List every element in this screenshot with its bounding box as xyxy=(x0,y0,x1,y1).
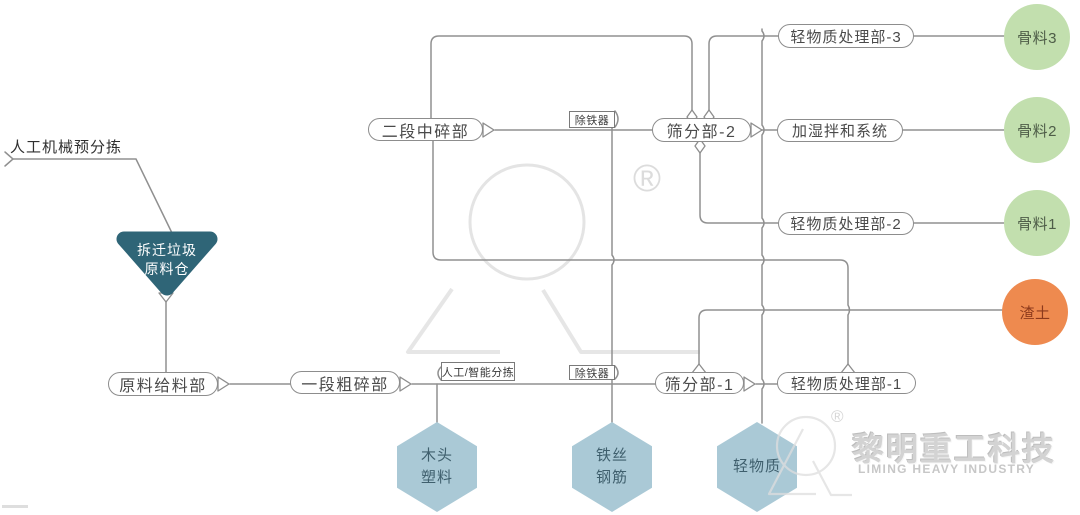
watermark-shape-right xyxy=(541,288,700,354)
watermark-triangle-left xyxy=(406,287,500,354)
brand-logo-leg xyxy=(812,460,852,497)
output-muck: 渣土 xyxy=(1002,279,1068,345)
output-aggregate-2: 骨料2 xyxy=(1004,97,1070,163)
port-chevron-screen2-right xyxy=(750,122,763,138)
edge-screen2-to-light2 xyxy=(699,147,779,224)
silo-label-line2: 原料仓 xyxy=(144,261,190,277)
output-aggregate-3: 骨料3 xyxy=(1004,4,1070,70)
silo-label: 拆迁垃圾 原料仓 xyxy=(112,238,222,282)
byproduct-wood-plastic: 木头 塑料 xyxy=(397,422,477,512)
edge-screen2-recycle-to-secondary xyxy=(430,35,693,119)
byproduct-light-material: 轻物质 xyxy=(717,422,797,512)
node-feeder: 原料给料部 xyxy=(108,372,218,396)
steel-line1: 铁丝 xyxy=(595,447,628,464)
brand-name-cn: 黎明重工科技 xyxy=(852,431,1057,467)
connector-ports xyxy=(158,109,856,392)
corner-smudge xyxy=(2,505,28,508)
node-secondary-crusher: 二段中碎部 xyxy=(368,118,483,141)
tick-iron-remover-bottom xyxy=(614,365,619,380)
output-aggregate-1: 骨料1 xyxy=(1004,190,1070,256)
port-chevron-primary-right xyxy=(399,376,412,392)
node-light-processor-2: 轻物质处理部-2 xyxy=(778,212,914,235)
node-light-processor-3: 轻物质处理部-3 xyxy=(778,24,914,48)
node-primary-crusher: 一段粗碎部 xyxy=(290,371,400,394)
edge-drop-light-material xyxy=(761,28,765,424)
label-iron-remover-bottom: 除铁器 xyxy=(569,365,615,380)
registered-mark-watermark: ® xyxy=(633,158,661,200)
port-chevron-secondary-right xyxy=(482,122,495,138)
node-screen-1: 筛分部-1 xyxy=(655,372,744,394)
brand-name-en: LIMING HEAVY INDUSTRY xyxy=(858,462,1036,476)
edge-presort-to-silo xyxy=(12,158,173,234)
wood-line1: 木头 xyxy=(420,447,453,464)
node-screen-2: 筛分部-2 xyxy=(652,118,751,142)
registered-mark-logo: ® xyxy=(831,407,844,426)
tick-iron-remover-top xyxy=(614,110,619,128)
pre-sort-label: 人工机械预分拣 xyxy=(10,139,123,156)
light-material-label: 轻物质 xyxy=(732,458,781,475)
port-chevron-silo-bottom xyxy=(158,292,174,303)
edge-screen2-to-light3 xyxy=(708,35,779,115)
steel-line2: 钢筋 xyxy=(595,469,628,486)
silo-label-line1: 拆迁垃圾 xyxy=(137,242,197,258)
node-humidify-mixing: 加湿拌和系统 xyxy=(777,119,903,142)
node-light-processor-1: 轻物质处理部-1 xyxy=(777,372,916,394)
label-iron-remover-top: 除铁器 xyxy=(569,111,615,128)
edge-screen1-to-muck xyxy=(698,309,1003,366)
label-manual-smart-sorting: 人工/智能分拣 xyxy=(441,362,515,381)
port-chevron-screen1-right xyxy=(743,376,756,392)
port-chevron-feeder-right xyxy=(217,376,230,392)
byproduct-steel-wire-rebar: 铁丝 钢筋 xyxy=(572,422,652,512)
watermark-circle xyxy=(468,163,586,281)
wood-line2: 塑料 xyxy=(420,469,453,486)
